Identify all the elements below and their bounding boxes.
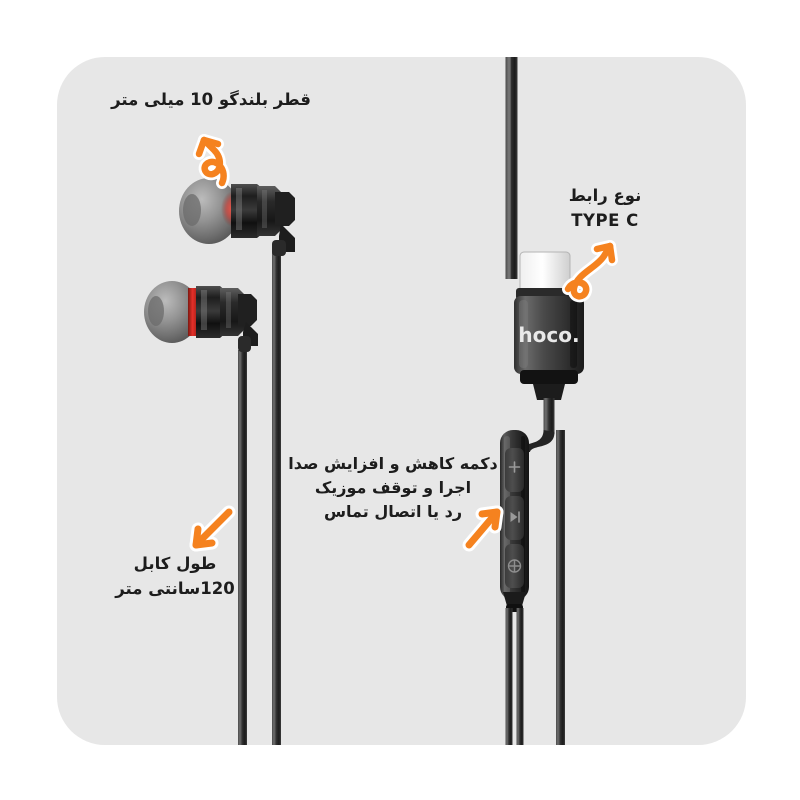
- remote-arrow-icon: [462, 505, 504, 552]
- driver-arrow-icon: [193, 134, 230, 189]
- driver-diameter-text: قطر بلندگو 10 میلی متر: [111, 90, 311, 109]
- remote-functions-line3: رد یا اتصال تماس: [323, 502, 463, 521]
- remote-volume-down-button[interactable]: [505, 544, 524, 588]
- remote-functions-line2: اجرا و توقف موزیک: [314, 478, 472, 497]
- connector-type-line1: نوع رابط: [568, 186, 642, 205]
- brand-logo: hoco.: [518, 323, 579, 347]
- remote-volume-up-button[interactable]: [505, 448, 524, 492]
- driver-diameter-label: قطر بلندگو 10 میلی متر: [96, 88, 326, 113]
- usb-type-c-connector: hoco.: [514, 251, 584, 400]
- cable-length-line2: 120سانتی متر: [115, 578, 235, 598]
- cable-arrow-icon: [189, 505, 236, 552]
- earbud-upper: [179, 178, 295, 256]
- cable-length-label: طول کابل 120سانتی متر: [92, 552, 258, 602]
- connector-type-label: نوع رابط TYPE C: [540, 184, 670, 234]
- remote-play-pause-button[interactable]: [505, 496, 524, 540]
- cable-length-line1: طول کابل: [133, 554, 217, 573]
- cable-earbud-runs: [238, 245, 281, 745]
- cable-to-plug: [505, 57, 518, 279]
- earbud-lower: [144, 281, 258, 352]
- cable-lower-pair: [505, 608, 524, 745]
- remote-functions-label: دکمه کاهش و افزایش صدا اجرا و توقف موزیک…: [282, 452, 504, 524]
- annotation-arrows: [189, 134, 618, 552]
- connector-arrow-icon: [562, 240, 618, 303]
- remote-functions-line1: دکمه کاهش و افزایش صدا: [288, 454, 498, 473]
- inline-remote-control: [500, 430, 529, 612]
- cable-right-run: [556, 430, 565, 745]
- connector-type-line2: TYPE C: [571, 210, 639, 230]
- product-panel: [57, 57, 746, 745]
